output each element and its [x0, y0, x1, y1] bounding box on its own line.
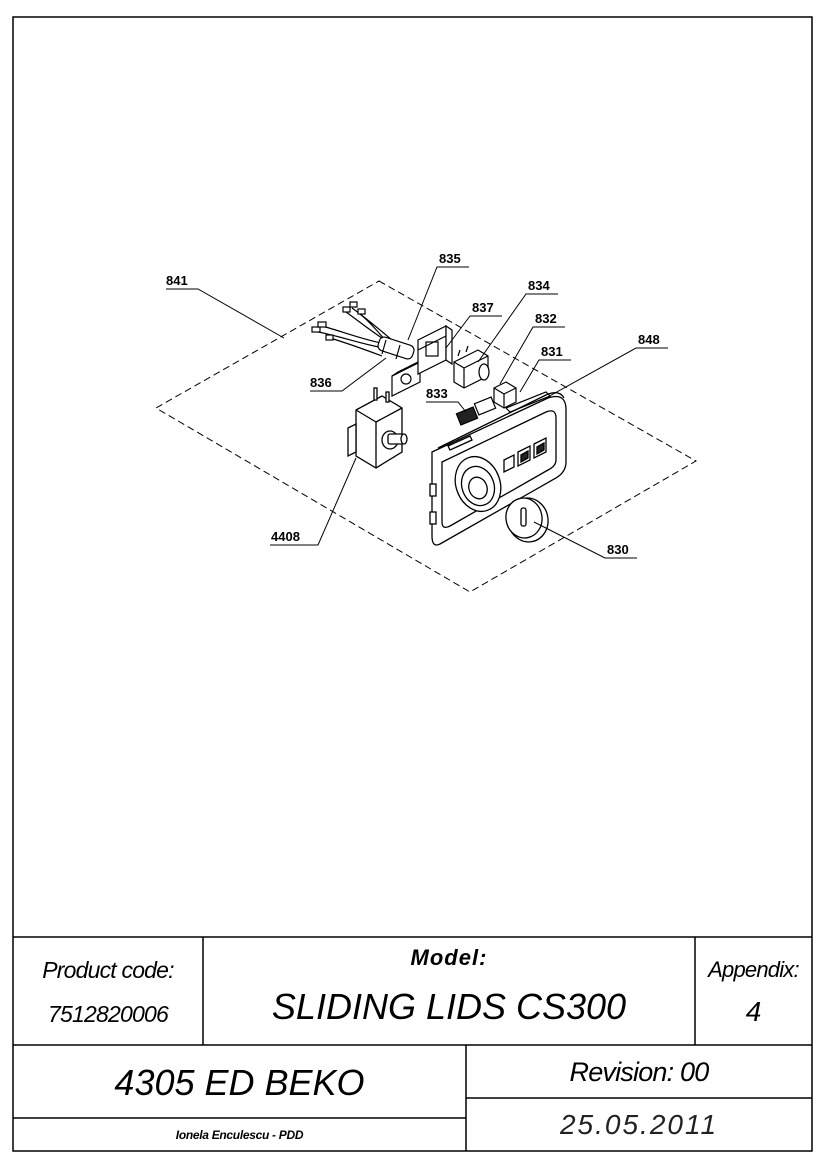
switch-housing-837 [417, 324, 453, 375]
project-name: 4305 ED BEKO [114, 1062, 365, 1103]
author: Ionela Enculescu - PDD [175, 1128, 304, 1142]
callout-834: 834 [528, 278, 550, 293]
control-panel-848 [429, 392, 567, 546]
revision-date: 25.05.2011 [559, 1109, 719, 1140]
product-code-label: Product code: [42, 956, 174, 983]
callout-underlines [166, 266, 668, 559]
callout-836: 836 [310, 375, 332, 390]
appendix-number: 4 [745, 996, 762, 1027]
rocker-switch-834 [453, 345, 490, 389]
button-832 [493, 381, 517, 409]
leader-lines [166, 266, 668, 559]
connector-836 [377, 336, 415, 360]
callout-835: 835 [439, 251, 461, 266]
callout-832: 832 [535, 311, 557, 326]
revision: Revision: 00 [569, 1056, 710, 1087]
title-block-grid [13, 936, 812, 1151]
appendix-label: Appendix: [708, 957, 799, 982]
callout-841: 841 [166, 273, 188, 288]
callout-labels: 841 835 837 834 832 831 848 836 833 4408… [166, 251, 660, 557]
callout-848: 848 [638, 332, 660, 347]
product-code: 7512820006 [48, 1000, 169, 1027]
thermostat-4408 [347, 387, 408, 469]
knob-830 [505, 497, 549, 543]
model-name: SLIDING LIDS CS300 [271, 986, 627, 1027]
indicator-caps-833 [455, 396, 497, 426]
callout-4408: 4408 [271, 529, 300, 544]
callout-833: 833 [426, 386, 448, 401]
callout-837: 837 [472, 300, 494, 315]
sheet-border [12, 16, 813, 1152]
model-label: Model: [410, 945, 488, 970]
callout-831: 831 [541, 344, 563, 359]
assembly-plane-outline [155, 280, 698, 593]
callout-830: 830 [607, 542, 629, 557]
